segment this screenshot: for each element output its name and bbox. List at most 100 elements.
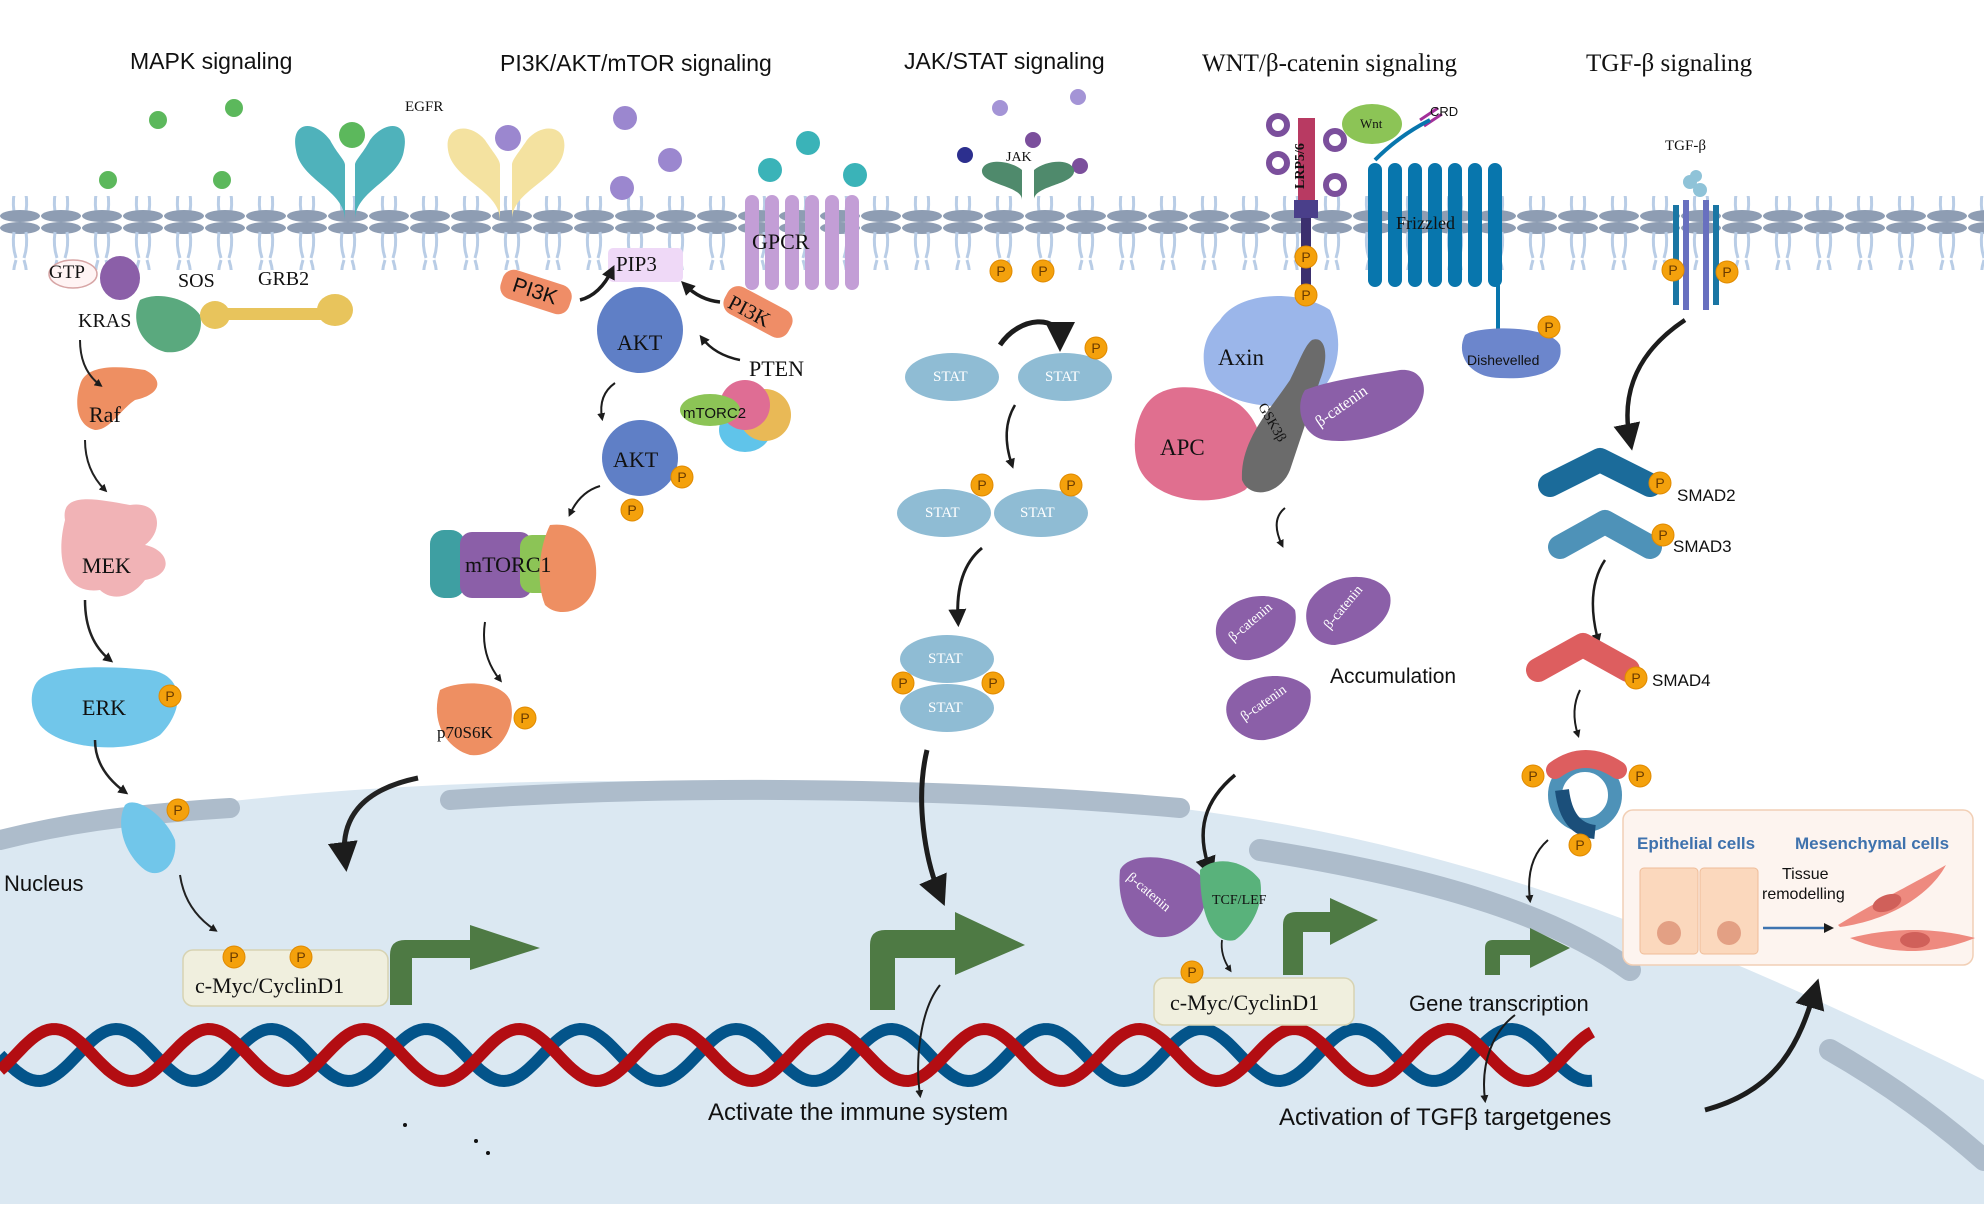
label-apc: APC	[1160, 435, 1205, 460]
label-stat: STAT	[1020, 505, 1055, 521]
label-mtorc2: mTORC2	[683, 405, 747, 422]
tgf-pathway	[1480, 170, 1975, 1113]
epithelial-cell-icon	[1639, 867, 1699, 955]
phosphate-icon	[891, 671, 915, 695]
label-pip3: PIP3	[616, 252, 657, 276]
dna-helix	[0, 1022, 1595, 1088]
smad3-icon	[1548, 510, 1662, 559]
label-mesenchymal-cells: Mesenchymal cells	[1795, 834, 1950, 853]
title-mapk: MAPK signaling	[130, 48, 293, 74]
label-stat: STAT	[928, 651, 963, 667]
beta-catenin-nuclear-icon	[1119, 857, 1206, 938]
nuclear-envelope-4	[1819, 1039, 1984, 1171]
nuclear-envelope-1	[0, 798, 240, 850]
p70s6k-icon	[436, 683, 512, 756]
phosphate-icon	[989, 259, 1013, 283]
phosphate-icon	[1651, 523, 1675, 547]
phosphate-icon	[1294, 283, 1318, 307]
mtorc2-icon	[680, 380, 791, 452]
title-jak-stat: JAK/STAT signaling	[904, 48, 1105, 74]
phosphate-icon	[1628, 764, 1652, 788]
emt-panel	[1622, 809, 1975, 966]
lrp-ring-icons	[1266, 113, 1347, 197]
label-lrp56: LRP5/6	[1293, 143, 1308, 189]
erk-icon	[31, 667, 178, 748]
label-remodelling: remodelling	[1762, 886, 1845, 903]
label-akt: AKT	[617, 330, 663, 355]
label-pten: PTEN	[749, 356, 804, 381]
phosphate-icon	[222, 945, 246, 969]
phosphate-icon	[620, 498, 644, 522]
label-stat: STAT	[933, 369, 968, 385]
label-mtorc1: mTORC1	[465, 552, 552, 577]
ligand-icon	[149, 111, 167, 129]
phosphate-icon	[158, 684, 182, 708]
nuclear-envelope-2	[440, 779, 1190, 818]
nuclear-envelope-3	[1249, 839, 1641, 981]
phosphate-icon	[1180, 960, 1204, 984]
epithelial-cell-icon	[1699, 867, 1759, 955]
label-raf: Raf	[89, 402, 121, 427]
phosphate-icon	[1521, 764, 1545, 788]
beta-catenin-complex-icon	[1300, 369, 1424, 441]
label-jak: JAK	[1006, 150, 1032, 165]
title-wnt: WNT/β-catenin signaling	[1202, 50, 1458, 77]
label-tissue: Tissue	[1782, 866, 1829, 883]
label-tgf-ligand: TGF-β	[1665, 138, 1706, 154]
c-myc-box-wnt	[1153, 977, 1355, 1026]
pi3k-left-icon	[500, 269, 572, 315]
ligand-icon	[99, 171, 117, 189]
title-pi3k: PI3K/AKT/mTOR signaling	[500, 50, 772, 76]
label-crd: CRD	[1430, 104, 1459, 119]
pip3-box	[608, 248, 683, 282]
smad4-icon	[1526, 633, 1640, 682]
phosphate-icon	[1624, 666, 1648, 690]
label-kras: KRAS	[78, 310, 132, 332]
label-axin: Axin	[1218, 345, 1264, 370]
gsk3b-icon	[1241, 339, 1326, 493]
label-sos: SOS	[178, 270, 215, 292]
label-activate-immune: Activate the immune system	[708, 1099, 1009, 1126]
stat-dimer-side	[897, 489, 1088, 537]
wnt-pathway	[1119, 104, 1561, 1026]
erk-nuclear-icon	[121, 802, 176, 874]
smad-complex-icon	[1546, 750, 1627, 839]
egfr-receptor-icon	[295, 122, 405, 310]
phosphate-icon	[1715, 260, 1739, 284]
phosphate-icon	[1059, 473, 1083, 497]
label-grb2: GRB2	[258, 268, 310, 290]
label-epithelial-cells: Epithelial cells	[1637, 834, 1756, 853]
mapk-pathway	[31, 99, 540, 1007]
transcription-arrow-icon	[1283, 898, 1378, 975]
wnt-ligand-icon	[1342, 104, 1402, 144]
phosphate-icon	[1568, 833, 1592, 857]
akt-icon	[597, 287, 683, 373]
kras-icon	[100, 256, 140, 300]
label-tcf-lef: TCF/LEF	[1212, 893, 1267, 908]
transcription-arrow-icon	[870, 912, 1025, 1010]
phosphate-icon	[1031, 259, 1055, 283]
mtorc1-icon	[430, 524, 597, 613]
mek-icon	[61, 499, 166, 597]
label-smad3: SMAD3	[1673, 537, 1732, 556]
lrp56-icon	[1298, 118, 1315, 203]
dna-strand-red	[0, 1022, 1595, 1088]
beta-catenin-accumulation	[1215, 576, 1391, 741]
phosphate-icon	[289, 945, 313, 969]
label-nucleus: Nucleus	[4, 871, 84, 896]
label-mek: MEK	[82, 553, 131, 578]
label-egfr: EGFR	[405, 99, 444, 115]
label-p70s6k: p70S6K	[437, 723, 493, 742]
label-c-myc-mapk: c-Myc/CyclinD1	[195, 973, 345, 998]
pi3k-right-icon	[723, 286, 793, 338]
phosphate-icon	[970, 473, 994, 497]
label-stat: STAT	[1045, 369, 1080, 385]
label-stat: STAT	[925, 505, 960, 521]
label-activation-tgf-targets: Activation of TGFβ targetgenes	[1279, 1104, 1612, 1131]
phosphate-icon	[166, 798, 190, 822]
label-akt-phospho: AKT	[613, 447, 659, 472]
ligand-icon	[225, 99, 243, 117]
plasma-membrane	[0, 196, 1984, 270]
